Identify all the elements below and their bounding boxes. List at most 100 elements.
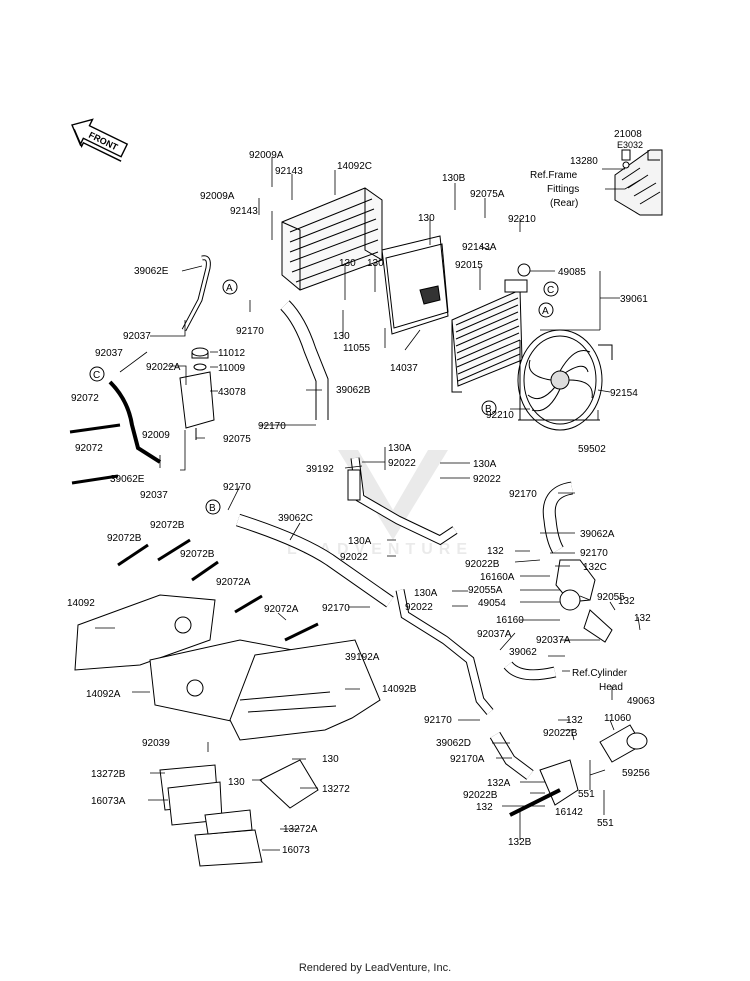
label-132c: 132C xyxy=(583,562,607,573)
label-130a-4: 130A xyxy=(414,588,438,599)
label-ref-cylinder-1: Ref.Cylinder xyxy=(572,668,628,679)
label-39062b: 39062B xyxy=(336,385,371,396)
label-13272: 13272 xyxy=(322,784,350,795)
label-92009: 92009 xyxy=(142,430,170,441)
label-59502: 59502 xyxy=(578,444,606,455)
label-132b: 132B xyxy=(508,837,532,848)
label-92072b-2: 92072B xyxy=(107,533,142,544)
label-130-3: 130 xyxy=(367,258,384,269)
label-92170-6: 92170 xyxy=(322,603,350,614)
label-92022-1: 92022 xyxy=(388,458,416,469)
label-92170-5: 92170 xyxy=(580,548,608,559)
label-39062e-2: 39062E xyxy=(110,474,145,485)
callout-a-1: A xyxy=(226,283,233,294)
label-92075a: 92075A xyxy=(470,189,505,200)
label-92072-1: 92072 xyxy=(71,393,99,404)
label-92037-1: 92037 xyxy=(123,331,151,342)
label-92022-3: 92022 xyxy=(340,552,368,563)
label-59256: 59256 xyxy=(622,768,650,779)
label-132-5: 132 xyxy=(476,802,493,813)
label-92015: 92015 xyxy=(455,260,483,271)
radiator-cover-drawing xyxy=(281,187,383,291)
part-labels: 21008 13280 Ref.Frame Fittings (Rear) 92… xyxy=(67,129,655,856)
callout-letters: A C A C B B xyxy=(93,283,554,514)
label-39062d: 39062D xyxy=(436,738,471,749)
hose-39062e-lower-drawing xyxy=(108,380,162,464)
label-92170-4: 92170 xyxy=(509,489,537,500)
callout-circles xyxy=(89,279,559,515)
label-16160a: 16160A xyxy=(480,572,515,583)
label-11009: 11009 xyxy=(218,363,246,374)
label-14092c: 14092C xyxy=(337,161,372,172)
label-39062: 39062 xyxy=(509,647,537,658)
label-92143-1: 92143 xyxy=(275,166,303,177)
label-130a-3: 130A xyxy=(348,536,372,547)
label-14037: 14037 xyxy=(390,363,418,374)
cooling-fan-drawing xyxy=(517,329,613,431)
label-39062a: 39062A xyxy=(580,529,615,540)
label-92022-2: 92022 xyxy=(473,474,501,485)
callout-c-2: C xyxy=(93,370,100,381)
label-ref-frame-1: Ref.Frame xyxy=(530,170,578,181)
label-92075: 92075 xyxy=(223,434,251,445)
radiator-screen-drawing xyxy=(381,235,449,335)
label-ref-frame-2: Fittings xyxy=(547,184,579,195)
label-11060: 11060 xyxy=(604,713,632,724)
front-arrow-icon xyxy=(71,118,129,162)
label-92022b-2: 92022B xyxy=(543,728,578,739)
frame-fittings-drawing xyxy=(614,149,663,216)
label-92037-2: 92037 xyxy=(95,348,123,359)
label-130b: 130B xyxy=(442,173,466,184)
label-49085: 49085 xyxy=(558,267,586,278)
pipe-39192-drawing xyxy=(350,457,458,546)
label-39062e-1: 39062E xyxy=(134,266,169,277)
leader-lines xyxy=(95,157,641,851)
label-130a-2: 130A xyxy=(473,459,497,470)
label-132-1: 132 xyxy=(487,546,504,557)
callout-c-1: C xyxy=(547,285,554,296)
cable-straps-drawing xyxy=(69,423,319,642)
drawing-code: E3032 xyxy=(617,140,644,150)
label-130-2: 130 xyxy=(339,258,356,269)
label-92037-3: 92037 xyxy=(140,490,168,501)
label-ref-cylinder-2: Head xyxy=(599,682,623,693)
label-14092: 14092 xyxy=(67,598,95,609)
label-92143-2: 92143 xyxy=(230,206,258,217)
label-16073a: 16073A xyxy=(91,796,126,807)
label-16073: 16073 xyxy=(282,845,310,856)
label-14092b: 14092B xyxy=(382,684,417,695)
label-92022b-3: 92022B xyxy=(463,790,498,801)
label-92022b-1: 92022B xyxy=(465,559,500,570)
label-92039: 92039 xyxy=(142,738,170,749)
label-92154: 92154 xyxy=(610,388,638,399)
label-92170-3: 92170 xyxy=(223,482,251,493)
label-49063: 49063 xyxy=(627,696,655,707)
label-39192a: 39192A xyxy=(345,652,380,663)
label-92022a: 92022A xyxy=(146,362,181,373)
label-92072a-1: 92072A xyxy=(216,577,251,588)
label-132-2: 132 xyxy=(618,596,635,607)
reservoir-tank-drawing xyxy=(179,347,215,440)
label-13272b: 13272B xyxy=(91,769,126,780)
label-11012: 11012 xyxy=(218,348,246,359)
label-92072b-1: 92072B xyxy=(150,520,185,531)
label-130-4: 130 xyxy=(333,331,350,342)
label-39061: 39061 xyxy=(620,294,648,305)
label-49054: 49054 xyxy=(478,598,506,609)
label-130-6: 130 xyxy=(228,777,245,788)
label-132-4: 132 xyxy=(566,715,583,726)
label-132a: 132A xyxy=(487,778,511,789)
label-92037a-1: 92037A xyxy=(477,629,512,640)
label-21008: 21008 xyxy=(614,129,642,140)
label-92009a-2: 92009A xyxy=(200,191,235,202)
label-92037a-2: 92037A xyxy=(536,635,571,646)
label-92055: 92055 xyxy=(597,592,625,603)
bottom-plates-drawing xyxy=(159,759,319,867)
label-92055a: 92055A xyxy=(468,585,503,596)
hose-39062e-drawing xyxy=(181,255,211,332)
label-13280: 13280 xyxy=(570,156,598,167)
footer-credit: Rendered by LeadVenture, Inc. xyxy=(298,962,452,974)
callout-b-1: B xyxy=(485,404,492,415)
label-39062c: 39062C xyxy=(278,513,313,524)
